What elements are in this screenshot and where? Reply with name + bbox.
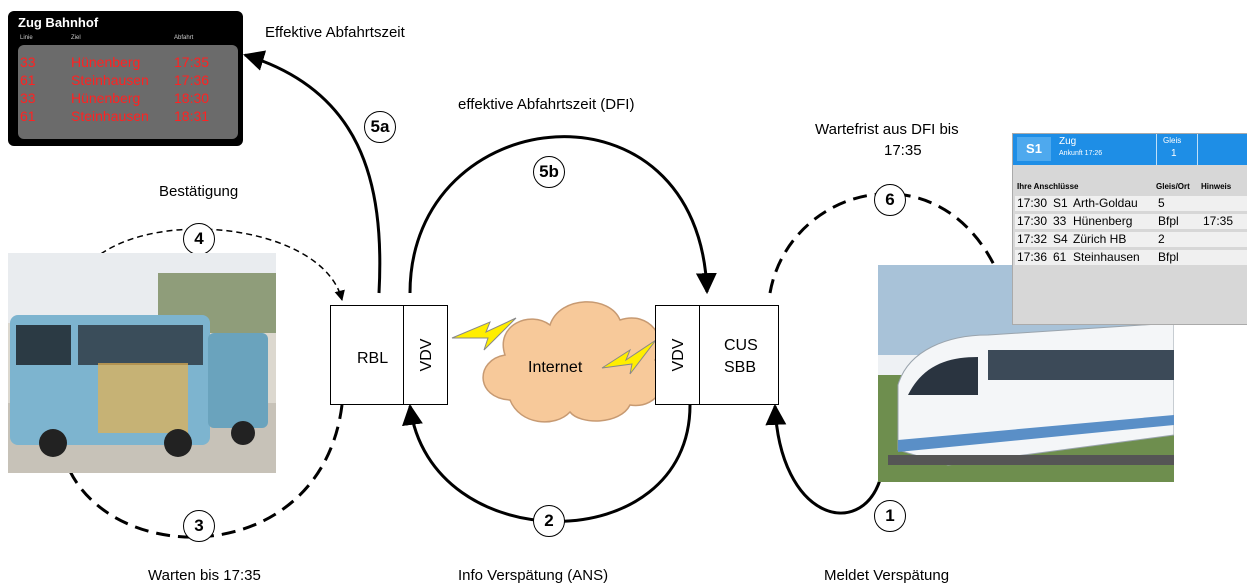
row-time: 17:30: [1017, 214, 1048, 228]
row-gleis: Bfpl: [1158, 250, 1179, 264]
board-time: 17:35: [174, 54, 210, 70]
step-5a: 5a: [364, 111, 396, 143]
rbl-label: RBL: [357, 350, 389, 367]
board-line: 33: [20, 54, 36, 70]
board-time: 17:36: [174, 72, 210, 88]
vdv-left-box: VDV: [403, 305, 448, 405]
col-hinweis: Hinweis: [1201, 182, 1232, 191]
departure-board: Zug Bahnhof Linie Ziel Abfahrt 33 Hünenb…: [8, 11, 243, 146]
row-bg: [1015, 232, 1247, 247]
table-row: 17:30 33 Hünenberg Bfpl 17:35: [1015, 214, 1247, 229]
lightning-left-icon: [451, 317, 517, 351]
board-dest: Hünenberg: [71, 54, 141, 70]
vdv-right-box: VDV: [655, 305, 700, 405]
arrow-5a: [242, 50, 382, 294]
step-4: 4: [183, 223, 215, 255]
step-5b: 5b: [533, 156, 565, 188]
board-display: 33 Hünenberg 17:35 61 Steinhausen 17:36 …: [18, 45, 238, 139]
gleis-label: Gleis: [1163, 136, 1182, 145]
vdv-right-label: VDV: [670, 338, 687, 372]
row-dest: Hünenberg: [1073, 214, 1133, 228]
row-gleis: 2: [1158, 232, 1165, 246]
row-line: S1: [1053, 196, 1068, 210]
table-row: 17:32 S4 Zürich HB 2: [1015, 232, 1247, 247]
row-line: 33: [1053, 214, 1067, 228]
board-line: 33: [20, 90, 36, 106]
board-header-dest: Ziel: [71, 35, 81, 41]
board-dest: Steinhausen: [71, 108, 149, 124]
step-6: 6: [874, 184, 906, 216]
internet-cloud: Internet: [482, 301, 665, 423]
step-1: 1: [874, 500, 906, 532]
row-line: 61: [1053, 250, 1067, 264]
board-header-line: Linie: [20, 35, 33, 41]
row-dest: Steinhausen: [1073, 250, 1140, 264]
bus-illustration: [8, 253, 276, 473]
table-row: 17:36 61 Steinhausen Bfpl: [1015, 250, 1247, 265]
board-dest: Hünenberg: [71, 90, 141, 106]
cus-label: CUS: [724, 337, 758, 354]
label-meldet-verspaetung: Meldet Verspätung: [824, 567, 950, 584]
row-dest: Zürich HB: [1073, 232, 1127, 246]
board-row: 33 Hünenberg 17:35: [18, 54, 238, 72]
label-wartefrist-line1: Wartefrist aus DFI bis: [815, 121, 959, 138]
board-time: 18:30: [174, 90, 210, 106]
label-effektive-abfahrtszeit-dfi: effektive Abfahrtszeit (DFI): [458, 96, 635, 113]
row-time: 17:36: [1017, 250, 1048, 264]
vdv-left-label: VDV: [418, 338, 435, 372]
train-illustration: [878, 265, 1174, 482]
step-2: 2: [533, 505, 565, 537]
arrival-time: Ankunft 17:26: [1059, 150, 1103, 157]
label-info-verspaetung: Info Verspätung (ANS): [458, 567, 609, 584]
sbb-label: SBB: [724, 359, 757, 376]
header-divider: [1197, 134, 1198, 165]
row-line: S4: [1053, 232, 1068, 246]
row-dest: Arth-Goldau: [1073, 196, 1138, 210]
label-effektive-abfahrtszeit: Effektive Abfahrtszeit: [265, 24, 405, 41]
row-note: 17:35: [1203, 214, 1234, 228]
arrow-5b: [408, 135, 717, 295]
col-anschluesse: Ihre Anschlüsse: [1017, 182, 1079, 191]
arrow-1: [765, 403, 882, 515]
connection-header: S1 Zug Ankunft 17:26 Gleis 1: [1013, 134, 1247, 165]
row-gleis: Bfpl: [1158, 214, 1179, 228]
board-dest: Steinhausen: [71, 72, 149, 88]
row-time: 17:32: [1017, 232, 1048, 246]
board-line: 61: [20, 108, 36, 124]
row-bg: [1015, 196, 1247, 211]
row-bg: [1015, 250, 1247, 265]
row-time: 17:30: [1017, 196, 1048, 210]
header-divider: [1156, 134, 1157, 165]
lightning-right-icon: [601, 339, 657, 375]
step-3: 3: [183, 510, 215, 542]
gleis-value: 1: [1171, 148, 1177, 159]
table-row: 17:30 S1 Arth-Goldau 5: [1015, 196, 1247, 211]
bus-photo: [8, 253, 276, 473]
internet-label: Internet: [528, 359, 583, 376]
line-badge: S1: [1017, 137, 1051, 161]
board-row: 33 Hünenberg 18:30: [18, 90, 238, 108]
board-row: 61 Steinhausen 18:31: [18, 108, 238, 126]
connection-display: S1 Zug Ankunft 17:26 Gleis 1 Ihre Anschl…: [1012, 133, 1247, 325]
row-bg: [1015, 214, 1247, 229]
col-gleis-ort: Gleis/Ort: [1156, 182, 1190, 191]
cus-sbb-box: CUS SBB: [699, 305, 779, 405]
label-warten: Warten bis 17:35: [148, 567, 261, 584]
board-header-time: Abfahrt: [174, 35, 194, 41]
board-line: 61: [20, 72, 36, 88]
train-name: Zug: [1059, 136, 1077, 147]
board-row: 61 Steinhausen 17:36: [18, 72, 238, 90]
label-wartefrist-line2: 17:35: [884, 142, 922, 159]
row-gleis: 5: [1158, 196, 1165, 210]
label-bestaetigung: Bestätigung: [159, 183, 239, 200]
board-title: Zug Bahnhof: [18, 15, 99, 30]
board-time: 18:31: [174, 108, 210, 124]
rbl-box: RBL: [330, 305, 404, 405]
